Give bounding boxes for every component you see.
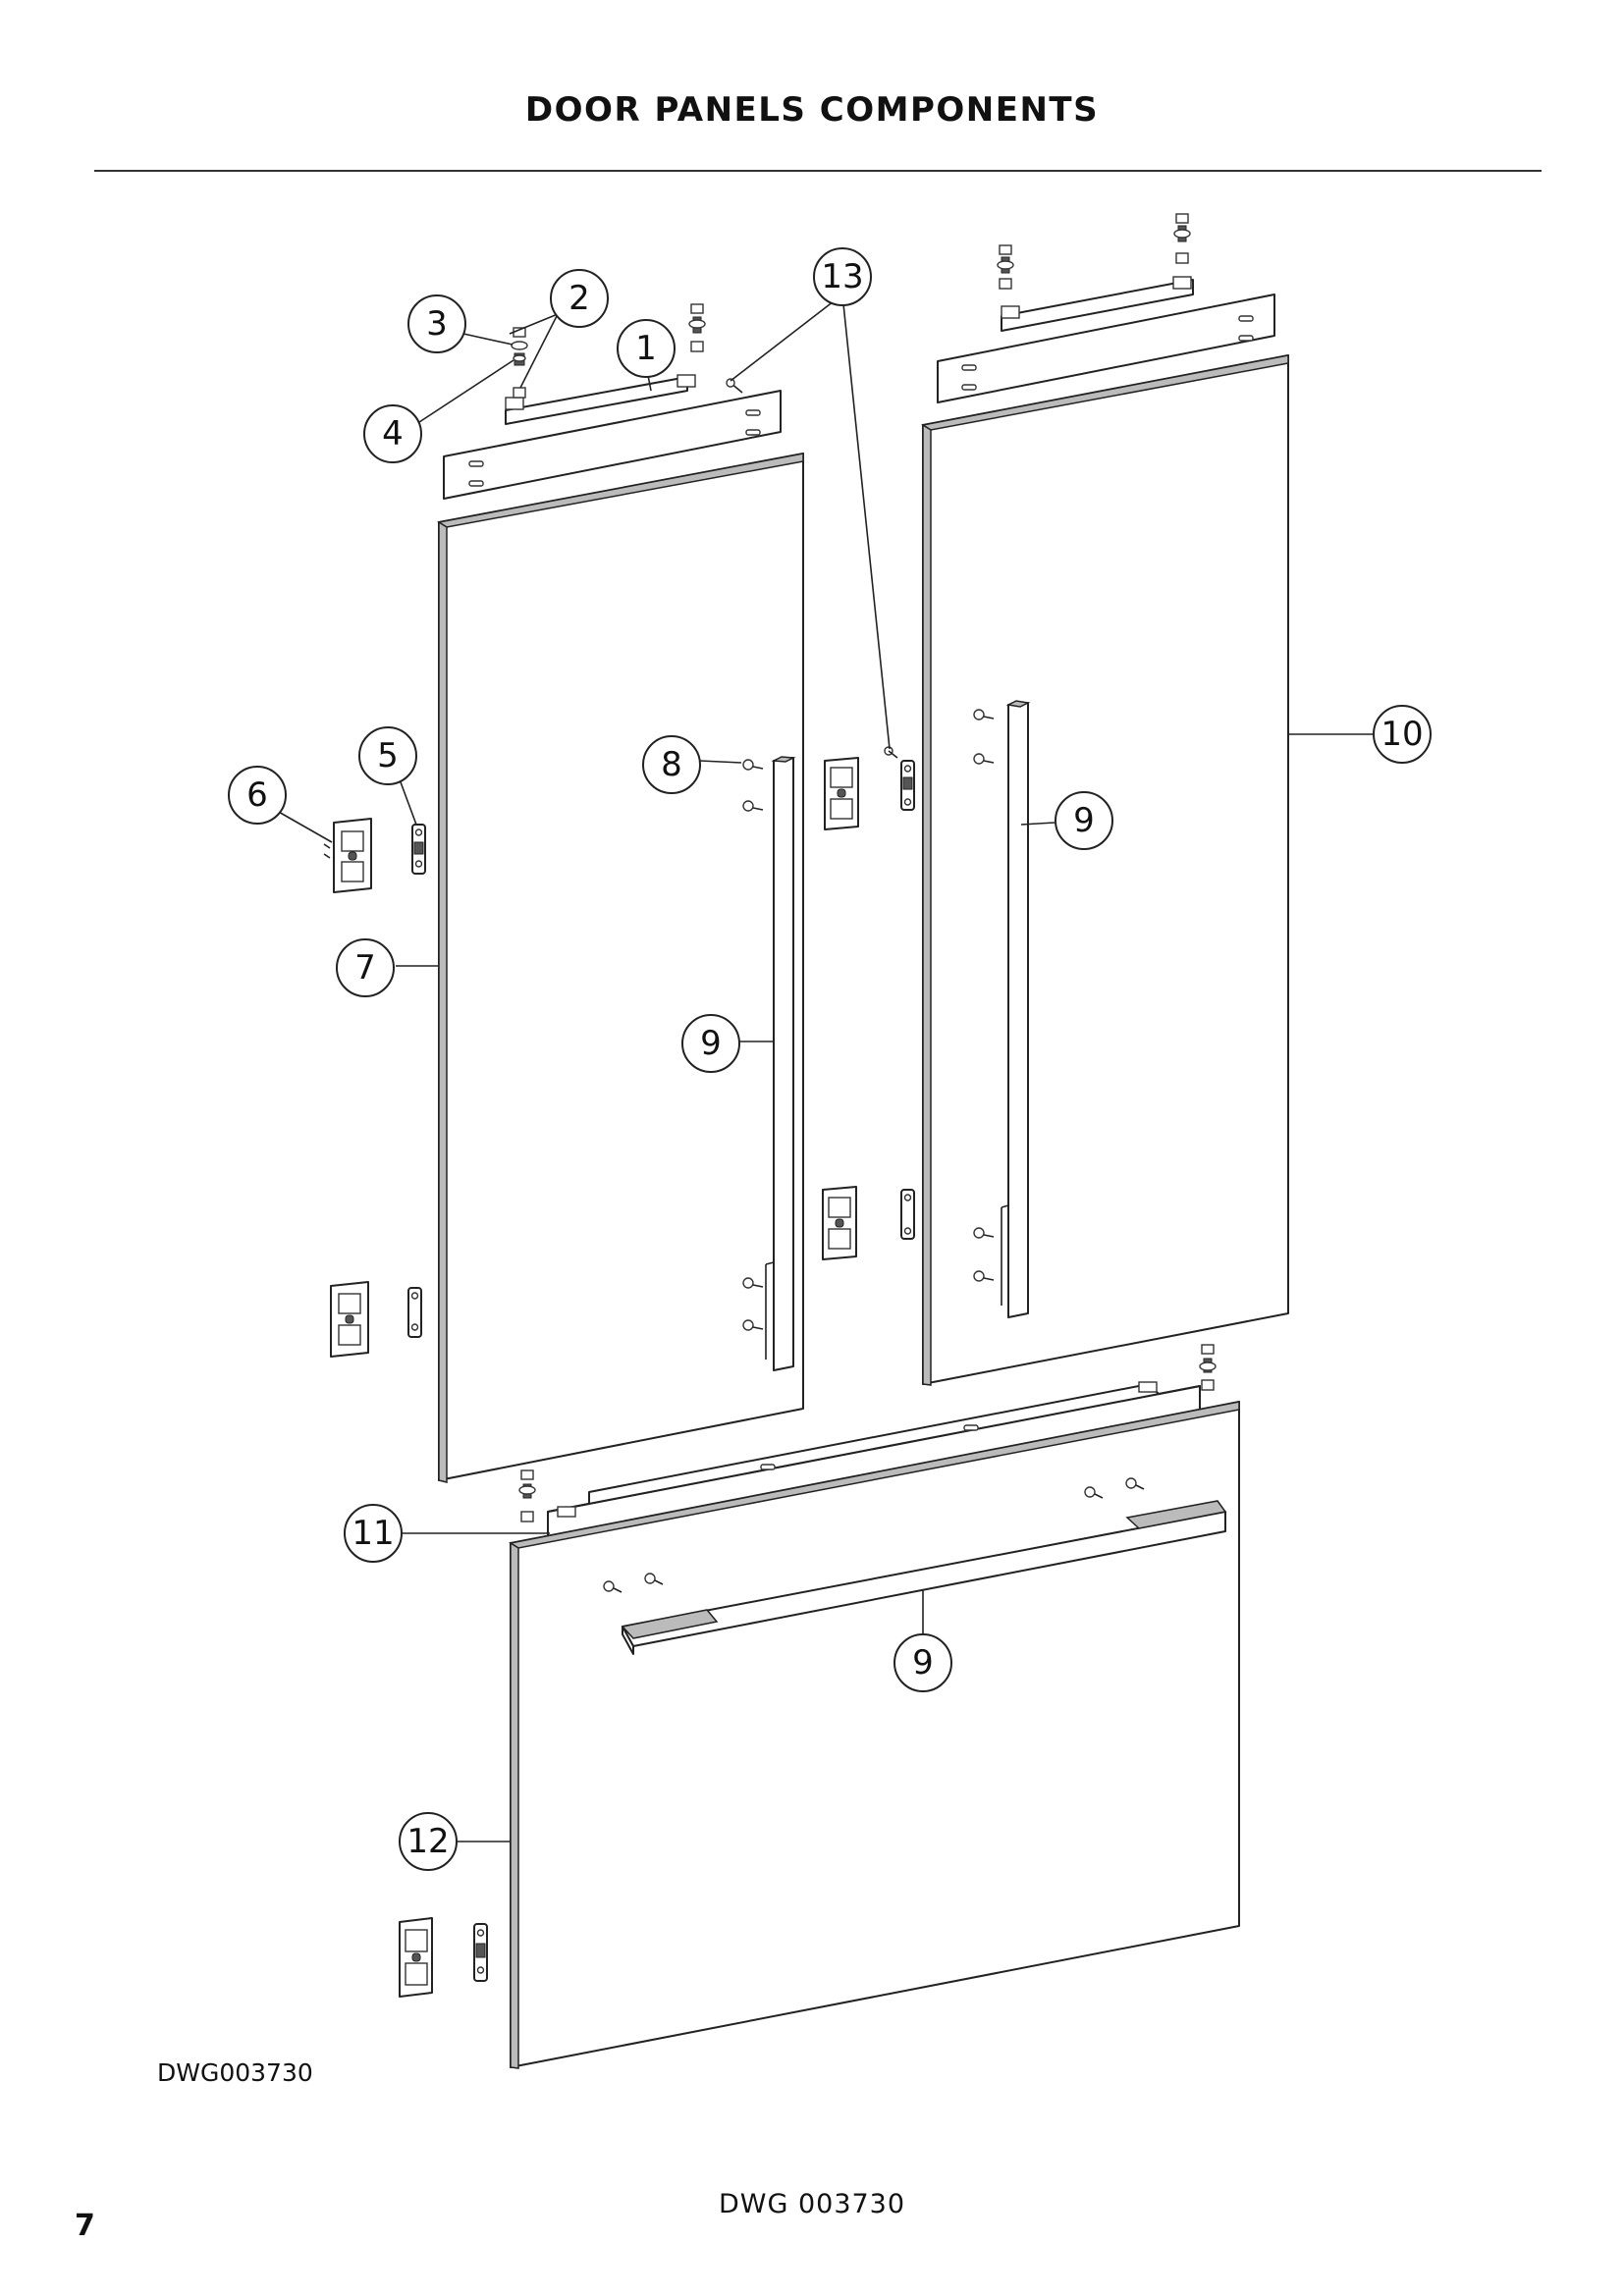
- callout-13: 13: [813, 247, 872, 306]
- drawer-panel: [508, 1401, 1240, 2069]
- hinge-plate-center-upper: [900, 760, 915, 811]
- screw-13-mid: [884, 746, 898, 759]
- svg-text:9: 9: [912, 1643, 934, 1682]
- svg-text:3: 3: [426, 304, 448, 344]
- svg-text:6: 6: [246, 775, 268, 815]
- left-door-panel: [436, 453, 804, 1483]
- callout-6: 6: [228, 766, 287, 825]
- svg-text:12: 12: [406, 1822, 449, 1861]
- svg-text:8: 8: [661, 745, 682, 784]
- callout-5: 5: [358, 726, 417, 785]
- callout-10: 10: [1373, 705, 1432, 764]
- hinge-plate-center-lower: [900, 1189, 915, 1240]
- callout-8: 8: [642, 735, 701, 794]
- callout-1: 1: [617, 319, 676, 378]
- hinge-block-left-lower: [330, 1281, 369, 1358]
- title-divider: [94, 170, 1542, 172]
- callout-3: 3: [407, 294, 466, 353]
- hinge-pin-right-top: [997, 244, 1014, 290]
- screw-13-top: [726, 378, 743, 394]
- hinge-plate-left-upper: [411, 824, 426, 875]
- hinge-plate-drawer: [473, 1923, 488, 1982]
- page-title: DOOR PANELS COMPONENTS: [524, 90, 1100, 130]
- screw-icon: [973, 709, 995, 1282]
- hinge-block-center-upper: [824, 757, 859, 830]
- callout-9-drawer: 9: [893, 1633, 952, 1692]
- svg-text:1: 1: [635, 329, 657, 368]
- hinge-pin-bottom-left: [518, 1469, 536, 1522]
- hinge-block-left-upper: [323, 818, 372, 893]
- screw-icon: [742, 759, 764, 1331]
- svg-text:7: 7: [354, 948, 376, 988]
- hinge-pin-right-top-2: [1173, 213, 1191, 264]
- callout-4: 4: [363, 404, 422, 463]
- top-bracket-left: [443, 374, 782, 500]
- screw-icon: [603, 1477, 1145, 1593]
- hinge-pin-left-top-2: [688, 303, 706, 352]
- svg-text:9: 9: [700, 1024, 722, 1063]
- page-number: 7: [75, 2209, 95, 2243]
- hinge-block-drawer: [399, 1917, 433, 1998]
- callout-11: 11: [344, 1504, 403, 1563]
- callout-7: 7: [336, 938, 395, 997]
- svg-text:13: 13: [821, 257, 863, 296]
- right-door-panel: [920, 354, 1289, 1386]
- callout-9-right: 9: [1055, 791, 1113, 850]
- drawing-number-footer: DWG 003730: [718, 2189, 906, 2219]
- svg-text:4: 4: [382, 414, 404, 454]
- hinge-pin-left-top: [511, 327, 528, 399]
- hinge-plate-left-lower: [407, 1287, 422, 1338]
- top-bracket-right: [937, 276, 1275, 403]
- svg-text:10: 10: [1380, 715, 1423, 754]
- callout-9-left: 9: [681, 1014, 740, 1073]
- svg-text:9: 9: [1073, 801, 1095, 840]
- callout-12: 12: [399, 1812, 458, 1871]
- svg-text:11: 11: [352, 1514, 394, 1553]
- hinge-pin-bottom-right: [1199, 1344, 1217, 1391]
- svg-text:5: 5: [377, 736, 399, 775]
- callout-2: 2: [550, 269, 609, 328]
- drawing-reference-label: DWG003730: [157, 2058, 313, 2087]
- svg-text:2: 2: [568, 279, 590, 318]
- hinge-block-center-lower: [822, 1186, 857, 1260]
